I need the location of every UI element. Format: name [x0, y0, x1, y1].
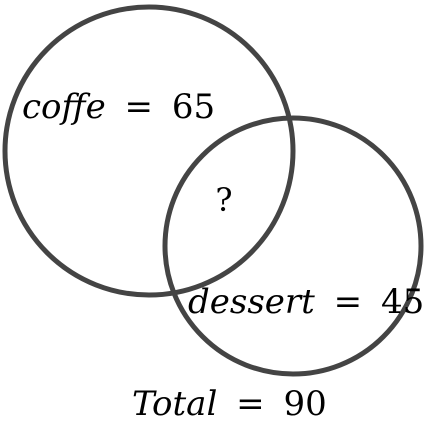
label-dessert-name: dessert — [188, 282, 315, 322]
label-coffee-value: 65 — [172, 87, 215, 127]
label-dessert-eq: = — [334, 282, 363, 322]
label-dessert: dessert = 45 — [188, 282, 424, 322]
circle-coffee — [2, 4, 296, 298]
label-total-value: 90 — [283, 384, 326, 424]
label-coffee: coffe = 65 — [22, 87, 215, 127]
label-total-name: Total — [132, 384, 217, 424]
label-coffee-eq: = — [125, 87, 154, 127]
label-total: Total = 90 — [132, 384, 327, 424]
label-total-eq: = — [236, 384, 265, 424]
circle-dessert — [162, 115, 424, 377]
label-coffee-name: coffe — [22, 87, 106, 127]
label-dessert-value: 45 — [381, 282, 424, 322]
label-intersection: ? — [215, 181, 232, 219]
